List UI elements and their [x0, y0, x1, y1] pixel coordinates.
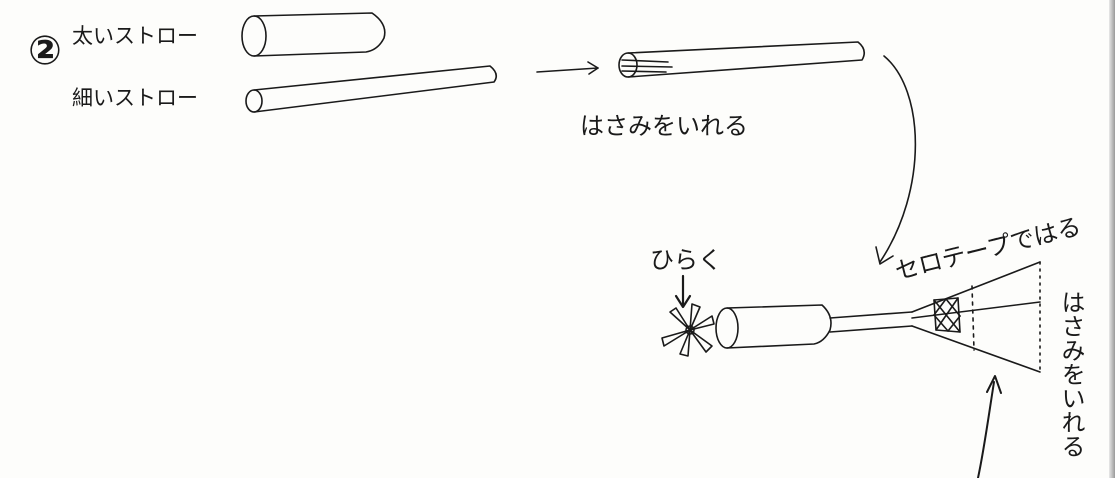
assembly-drawing: [661, 261, 1041, 373]
thin-straw-label: 細いストロー: [72, 86, 198, 110]
pinwheel-icon: [661, 303, 715, 357]
arrow-down-icon: [674, 274, 692, 309]
spread-open-label: ひらく: [650, 246, 722, 274]
insert-scissors-label: はさみをいれる: [580, 112, 748, 140]
arrow-right-icon: [536, 61, 599, 75]
cut-straw-drawing: [618, 41, 866, 78]
thin-straw-drawing: [245, 65, 498, 113]
thick-straw-drawing: [241, 12, 386, 57]
tape-mesh: [933, 297, 961, 333]
insert-scissors-vertical-label: はさみをいれる: [1057, 290, 1085, 458]
thick-straw-label: 太いストロー: [72, 24, 198, 48]
arrow-up-icon: [977, 375, 1002, 478]
curved-arrow-icon: [875, 55, 917, 265]
step-number: ②: [28, 28, 62, 74]
page-edge-shadow: [1109, 0, 1115, 478]
